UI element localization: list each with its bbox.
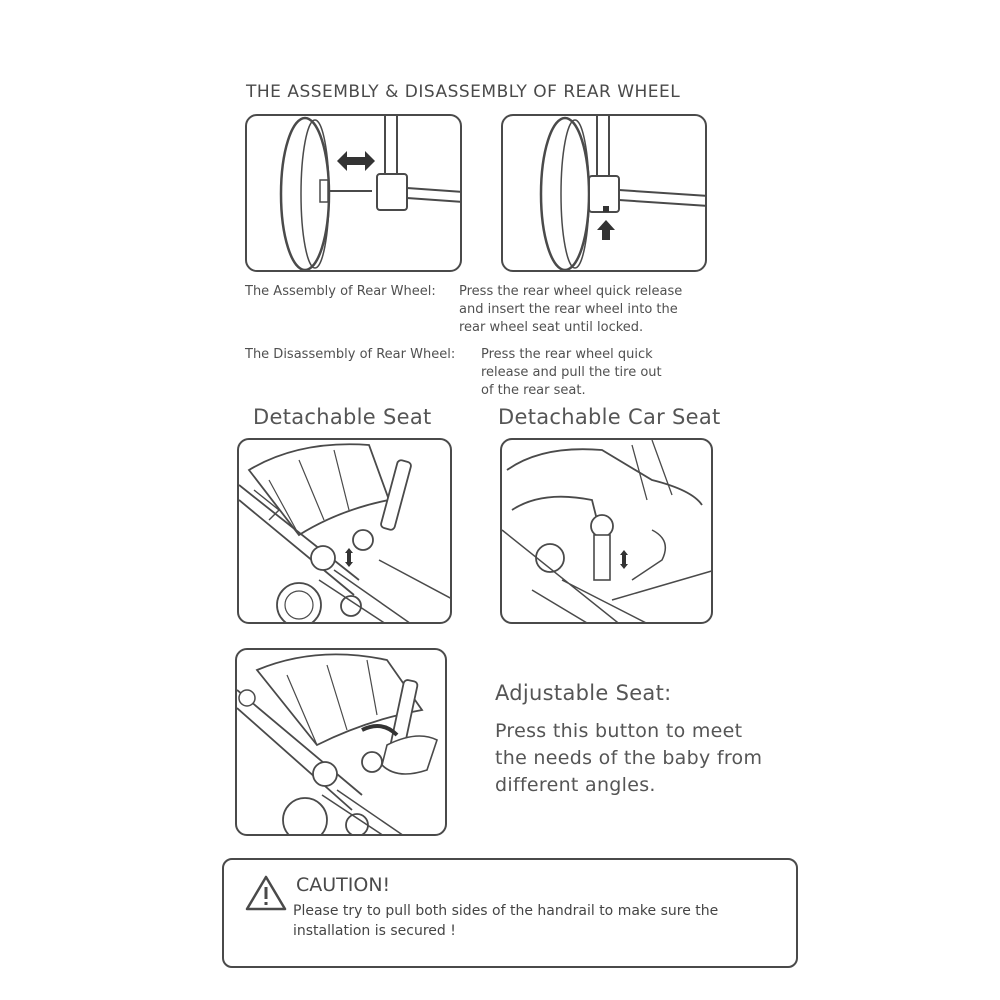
assembly-line: rear wheel seat until locked.	[459, 320, 644, 335]
adjustable-seat-line: the needs of the baby from	[495, 747, 763, 769]
disassembly-label: The Disassembly of Rear Wheel:	[245, 347, 456, 362]
disassembly-line: release and pull the tire out	[481, 365, 662, 380]
adjustable-seat-line: Press this button to meet	[495, 720, 743, 742]
detachable-seat-heading: Detachable Seat	[253, 405, 432, 429]
caution-box: CAUTION! Please try to pull both sides o…	[222, 858, 798, 968]
assembly-label: The Assembly of Rear Wheel:	[245, 284, 436, 299]
caution-line: installation is secured !	[293, 923, 456, 939]
warning-triangle-icon	[245, 875, 287, 911]
assembly-line: Press the rear wheel quick release	[459, 284, 683, 299]
disassembly-line: of the rear seat.	[481, 383, 586, 398]
detachable-seat-illustration	[237, 438, 452, 624]
disassembly-line: Press the rear wheel quick	[481, 347, 653, 362]
caution-heading: CAUTION!	[296, 874, 391, 896]
caution-line: Please try to pull both sides of the han…	[293, 903, 719, 919]
assembly-line: and insert the rear wheel into the	[459, 302, 678, 317]
disassembly-illustration	[501, 114, 707, 272]
adjustable-seat-illustration	[235, 648, 447, 836]
assembly-illustration	[245, 114, 462, 272]
rear-wheel-heading: THE ASSEMBLY & DISASSEMBLY OF REAR WHEEL	[246, 82, 681, 102]
detachable-car-seat-heading: Detachable Car Seat	[498, 405, 721, 429]
detachable-car-seat-illustration	[500, 438, 713, 624]
adjustable-seat-line: different angles.	[495, 774, 656, 796]
adjustable-seat-heading: Adjustable Seat:	[495, 681, 672, 705]
